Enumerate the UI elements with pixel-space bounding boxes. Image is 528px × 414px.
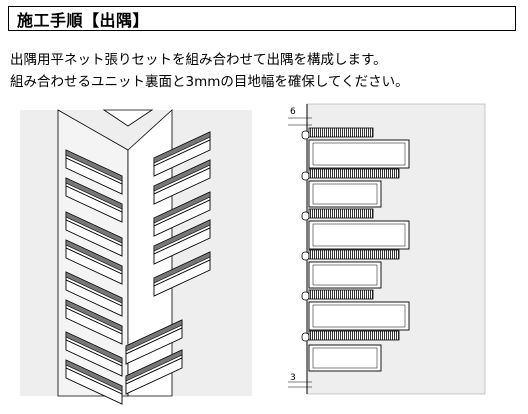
edge-cap-1 [301, 130, 310, 140]
plate-3 [308, 220, 410, 250]
plate-5 [308, 301, 410, 331]
ridge-bar-3 [308, 208, 374, 219]
ridge-bar-4 [308, 249, 400, 260]
plate-1-inner [312, 142, 406, 166]
corner-top-edge [102, 109, 154, 127]
description-line-2: 組み合わせるユニット裏面と3mmの目地幅を確保してください。 [10, 74, 409, 90]
edge-cap-2 [301, 171, 310, 181]
edge-cap-4 [301, 251, 310, 261]
edge-cap-5 [301, 291, 310, 301]
elevation-tiles [308, 127, 410, 372]
ridge-bar-6 [308, 330, 400, 341]
description-line-1: 出隅用平ネット張りセットを組み合わせて出隅を構成します。 [10, 52, 387, 68]
corner-illustration [20, 109, 252, 405]
plate-2-inner [312, 183, 378, 205]
ridge-bar-2 [308, 168, 400, 179]
edge-cap-3 [301, 211, 310, 221]
plate-4-inner [312, 264, 378, 286]
ridge-bar-1 [308, 127, 374, 138]
plate-2 [308, 180, 382, 208]
edge-cap-6 [301, 332, 310, 342]
plate-6 [308, 344, 382, 372]
dimension-top-label: 6 [290, 107, 296, 117]
plate-5-inner [312, 304, 406, 328]
dimension-bottom-label: 3 [290, 373, 296, 383]
corner-right-face [127, 109, 173, 397]
section-title: 施工手順【出隅】 [8, 6, 516, 31]
plate-3-inner [312, 223, 406, 247]
plate-6-inner [312, 347, 378, 369]
elevation-illustration: 6 3 [288, 103, 486, 395]
plate-4 [308, 261, 382, 289]
ridge-bar-5 [308, 289, 374, 300]
plate-1 [308, 139, 410, 169]
